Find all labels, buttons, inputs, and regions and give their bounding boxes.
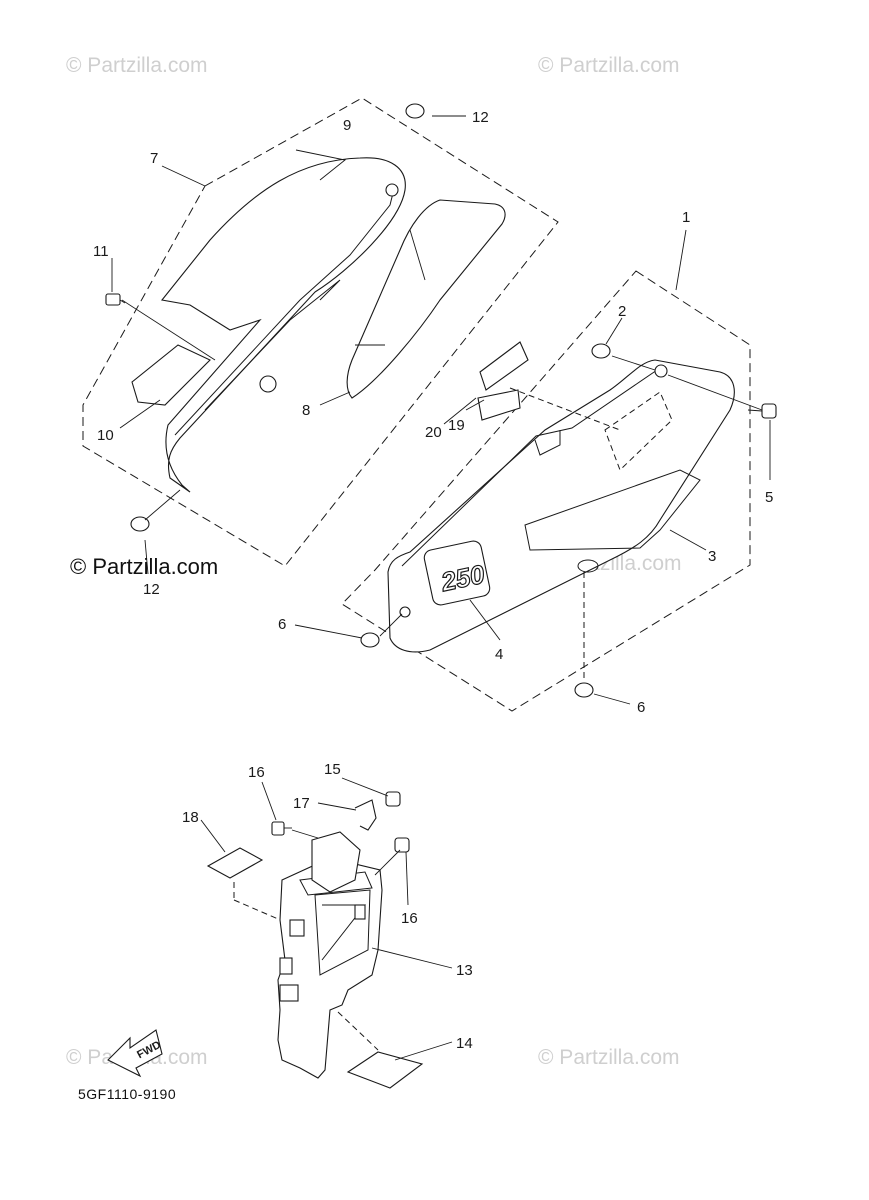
label-20-decal [479, 341, 529, 391]
right-side-cover [387, 359, 735, 653]
watermark-bottom-right: © Partzilla.com [538, 1046, 680, 1069]
grommet-bottom-icon [130, 516, 150, 532]
callout-10: 10 [97, 427, 114, 444]
number-plate-badge [423, 540, 491, 606]
bolt-16-left-icon [271, 821, 285, 836]
callout-14: 14 [456, 1035, 473, 1052]
bracket-clip-b [279, 957, 293, 975]
callout-7: 7 [150, 150, 158, 167]
callout-4: 4 [495, 646, 503, 663]
right-cover-top-hole [654, 364, 668, 378]
bolt-15-icon [385, 791, 401, 807]
callout-6-bottom: 6 [637, 699, 645, 716]
grommet-6-bottom-icon [574, 682, 594, 698]
watermark-top-left: © Partzilla.com [66, 54, 208, 77]
right-cover-front-hole [399, 606, 411, 618]
callout-5: 5 [765, 489, 773, 506]
bracket-top-tab [311, 831, 361, 893]
callout-12-top: 12 [472, 109, 489, 126]
callout-2: 2 [618, 303, 626, 320]
right-cover-notch [534, 430, 561, 456]
hidden-label-outline [604, 391, 673, 471]
left-cover-top-hole [385, 183, 399, 197]
bolt-5-icon [761, 403, 777, 419]
callout-6-front: 6 [278, 616, 286, 633]
left-side-cover [160, 157, 406, 493]
callout-20: 20 [425, 424, 442, 441]
left-cover-rib [174, 184, 396, 436]
left-cover-inner-edge [204, 279, 341, 411]
callout-16-top: 16 [248, 764, 265, 781]
callout-9: 9 [343, 117, 351, 134]
callout-13: 13 [456, 962, 473, 979]
watermark-main: © Partzilla.com [70, 554, 218, 579]
callout-11: 11 [93, 243, 109, 260]
callout-1: 1 [682, 209, 690, 226]
bracket-side-face [314, 889, 371, 976]
callout-3: 3 [708, 548, 716, 565]
callout-17: 17 [293, 795, 310, 812]
right-assembly-boundary [341, 270, 751, 712]
callout-16-bottom: 16 [401, 910, 418, 927]
grommet-top-icon [405, 103, 425, 119]
left-assembly-boundary [82, 97, 559, 567]
bolt-16-right-icon [394, 837, 410, 853]
callout-12-bottom: 12 [143, 581, 160, 598]
left-side-cover-assembly [82, 97, 559, 567]
plate-label-18 [206, 847, 264, 879]
diagram-code: 5GF1110-9190 [78, 1086, 176, 1102]
bracket-clip-d [354, 904, 366, 920]
right-cover-decal-3 [524, 469, 701, 551]
plate-label-14 [346, 1051, 424, 1089]
label-19-decal [477, 389, 521, 421]
fwd-arrow: FWD [107, 1029, 163, 1078]
right-side-cover-assembly: 250 [341, 270, 777, 712]
clip-17-icon [354, 799, 377, 831]
left-caution-label [131, 344, 211, 406]
bracket-assembly [206, 791, 424, 1089]
fwd-arrow-icon [107, 1029, 163, 1078]
callout-18: 18 [182, 809, 199, 826]
callout-15: 15 [324, 761, 341, 778]
right-cover-bottom-hole [577, 559, 599, 573]
right-cover-ridge [401, 367, 661, 567]
grommet-6-front-icon [360, 632, 380, 648]
callout-8: 8 [302, 402, 310, 419]
left-cover-graphic-decal [346, 199, 506, 399]
bracket-clip-c [279, 984, 299, 1002]
screw-11-icon [105, 293, 121, 306]
watermark-top-right: © Partzilla.com [538, 54, 680, 77]
callout-19: 19 [448, 417, 465, 434]
grommet-2-icon [591, 343, 611, 359]
left-cover-mount-hole [259, 375, 277, 393]
bracket-clip-a [289, 919, 305, 937]
